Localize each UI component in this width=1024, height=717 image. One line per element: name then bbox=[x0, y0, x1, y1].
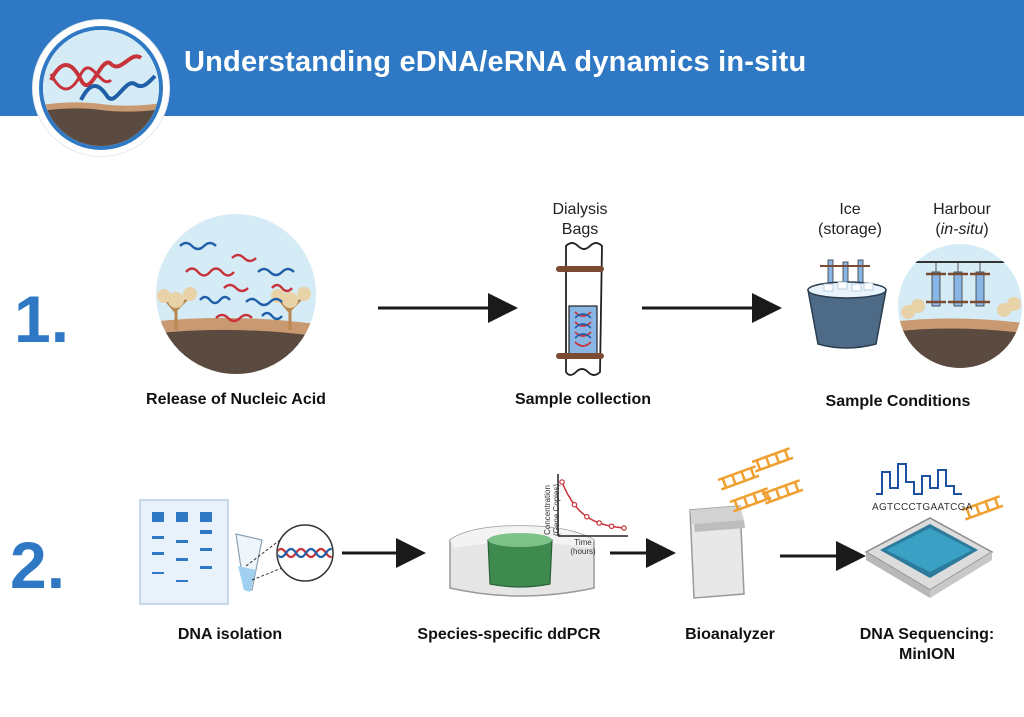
dna-isolation-illustration bbox=[139, 499, 334, 605]
header-banner bbox=[0, 0, 1024, 116]
harbour-label-line2: (in-situ) bbox=[912, 220, 1012, 240]
dialysis-label-line2: Bags bbox=[561, 221, 599, 238]
dialysis-bags-label: Dialysis Bags bbox=[530, 200, 630, 240]
minion-device-illustration bbox=[864, 517, 994, 598]
harbour-label-line1: Harbour bbox=[933, 201, 991, 218]
bioanalyzer-illustration bbox=[689, 505, 745, 599]
decay-point-1 bbox=[571, 501, 578, 508]
chart-xlabel: Time (hours) bbox=[563, 538, 603, 556]
label-dna-sequencing-line1: DNA Sequencing: bbox=[859, 626, 995, 643]
chart-ylabel-line1: Concentration bbox=[543, 485, 552, 535]
decay-point-5 bbox=[621, 525, 627, 531]
decay-point-2 bbox=[583, 513, 590, 520]
dialysis-bag-illustration bbox=[556, 242, 604, 376]
label-species-specific-ddpcr: Species-specific ddPCR bbox=[417, 626, 601, 643]
logo-badge bbox=[33, 20, 169, 156]
label-sample-conditions: Sample Conditions bbox=[825, 393, 971, 410]
chart-ylabel: Concentration (Gene Copies) bbox=[543, 465, 563, 555]
step-2-number: 2. bbox=[10, 528, 66, 602]
label-dna-sequencing-line2: MinION bbox=[899, 646, 955, 663]
decay-point-4 bbox=[608, 523, 615, 530]
ice-storage-label: Ice (storage) bbox=[800, 200, 900, 240]
release-nucleic-acid-illustration bbox=[156, 214, 316, 374]
chart-xlabel-line2: (hours) bbox=[570, 547, 596, 556]
harbour-italic: in-situ bbox=[940, 221, 984, 238]
harbour-paren-open: ( bbox=[935, 221, 941, 238]
chart-ylabel-line2: (Gene Copies) bbox=[552, 483, 561, 537]
harbour-label: Harbour (in-situ) bbox=[912, 200, 1012, 240]
label-dna-isolation: DNA isolation bbox=[177, 626, 283, 643]
step-1-number: 1. bbox=[14, 282, 70, 356]
label-release-nucleic-acid: Release of Nucleic Acid bbox=[146, 391, 326, 408]
chart-xlabel-line1: Time bbox=[574, 538, 592, 547]
label-dna-sequencing: DNA Sequencing: MinION bbox=[852, 625, 1002, 665]
dna-ladder-icons bbox=[717, 447, 1004, 521]
decay-point-3 bbox=[596, 520, 603, 526]
label-sample-collection: Sample collection bbox=[514, 391, 652, 408]
page-title: Understanding eDNA/eRNA dynamics in-situ bbox=[184, 46, 807, 78]
decay-point-0 bbox=[559, 479, 565, 485]
logo-dna-icon bbox=[39, 26, 163, 150]
decay-chart-axes bbox=[557, 474, 628, 537]
dialysis-label-line1: Dialysis bbox=[552, 201, 608, 218]
decay-curve bbox=[561, 481, 625, 529]
ice-bucket-illustration bbox=[807, 259, 887, 349]
ice-label-line2: (storage) bbox=[817, 221, 883, 238]
sequence-trace bbox=[876, 463, 962, 495]
ice-label-line1: Ice bbox=[839, 201, 861, 218]
harbour-paren-close: ) bbox=[983, 221, 989, 238]
sequence-text: AGTCCCTGAATCGA bbox=[872, 502, 973, 513]
label-bioanalyzer: Bioanalyzer bbox=[685, 626, 775, 643]
